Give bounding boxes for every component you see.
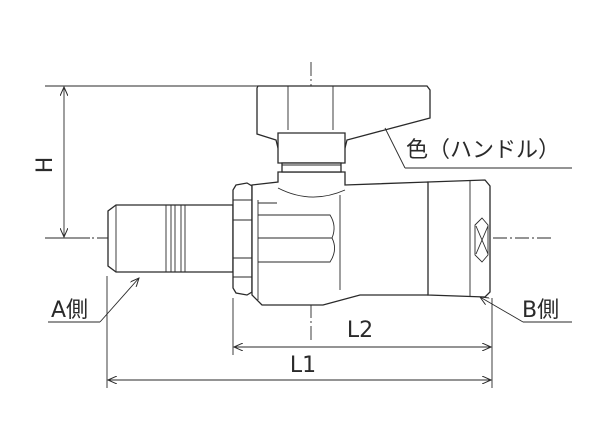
height-dimension: H [33, 85, 262, 239]
l2-dimension: L2 [232, 298, 493, 388]
side-a-label: A側 [51, 298, 88, 323]
handle [256, 85, 431, 173]
l1-dimension: L1 [106, 276, 491, 388]
l2-label: L2 [347, 318, 373, 343]
side-a-callout: A側 [48, 278, 139, 323]
l1-label: L1 [290, 353, 316, 378]
valve-body [251, 171, 431, 306]
side-a-pipe [107, 204, 234, 273]
handle-color-callout: 色（ハンドル） [384, 127, 572, 169]
side-b-callout: B側 [480, 297, 572, 323]
side-b-label: B側 [522, 298, 559, 323]
handle-color-label: 色（ハンドル） [406, 138, 560, 163]
side-b-end-cap [427, 179, 491, 298]
height-label: H [33, 157, 58, 174]
hex-nut [232, 182, 253, 296]
